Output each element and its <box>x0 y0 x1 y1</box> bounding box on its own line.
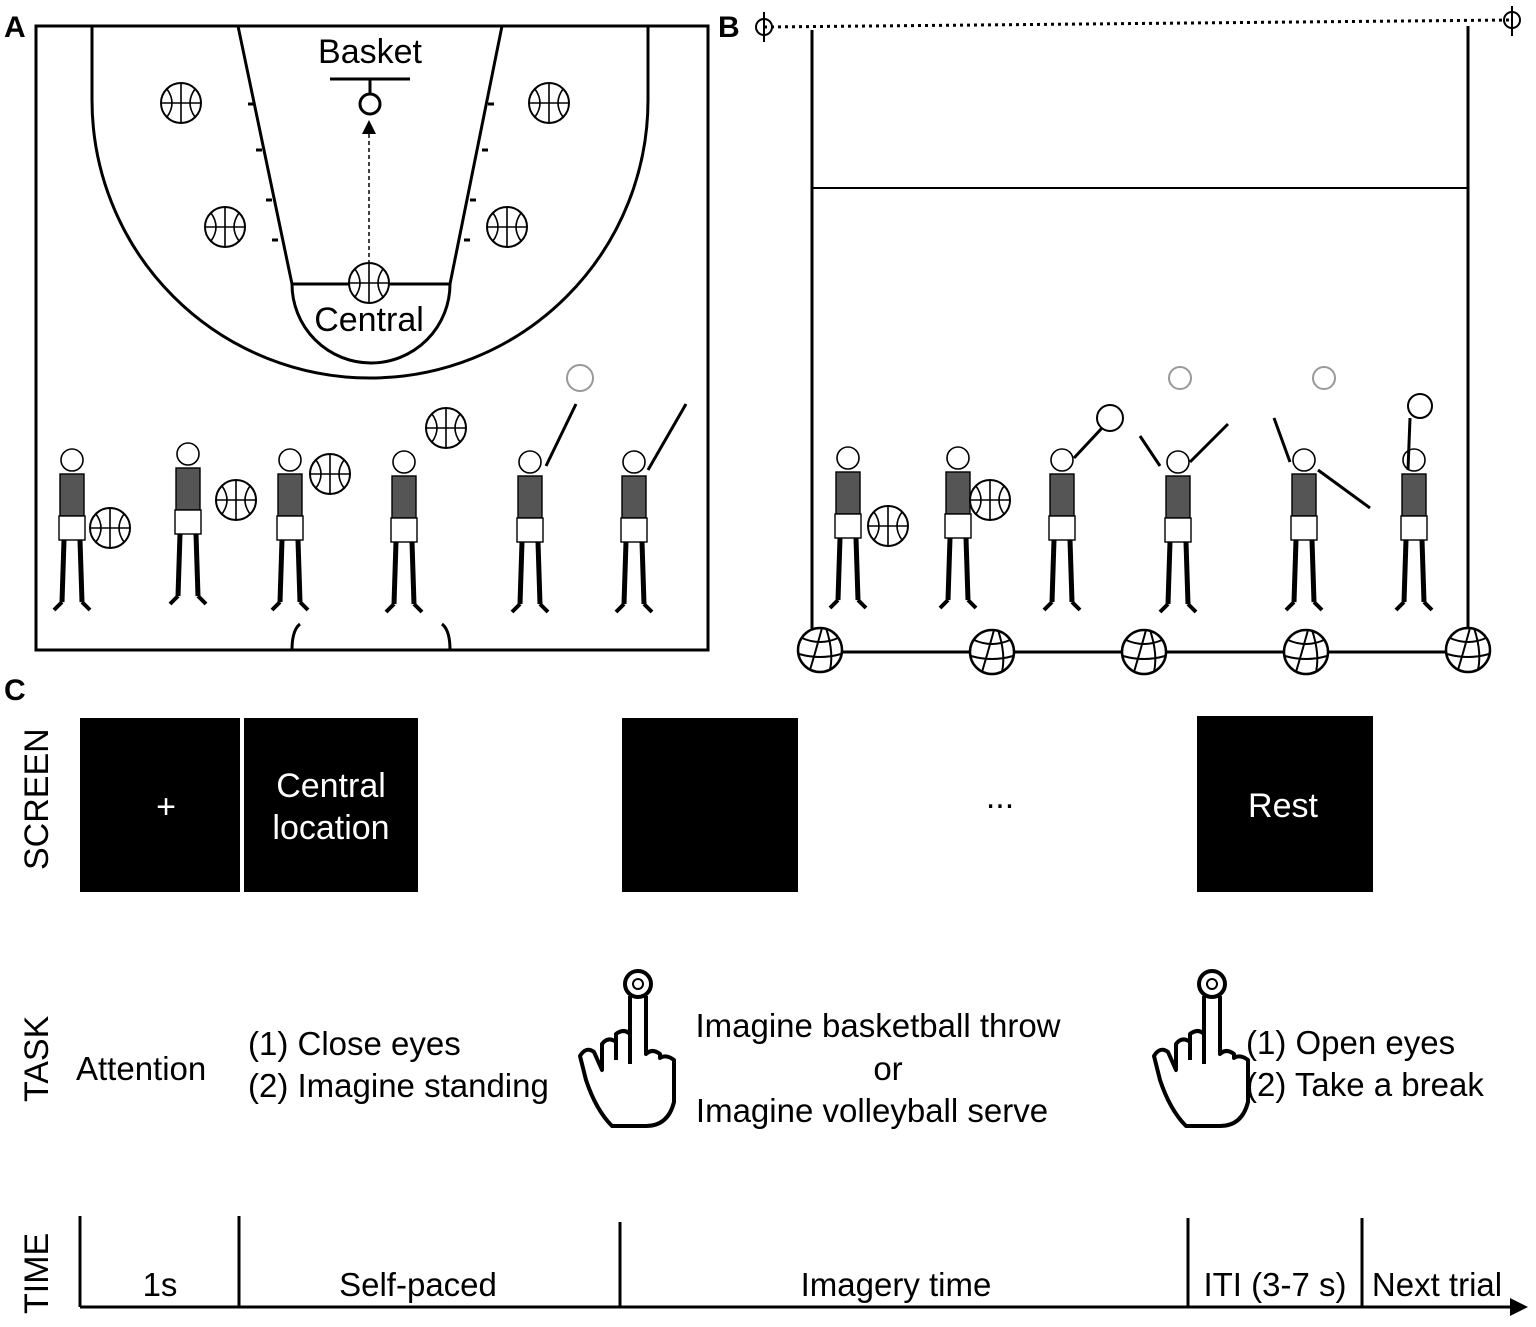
task-imagery-line2: Imagine volleyball serve <box>696 1092 1048 1129</box>
basket <box>330 77 410 116</box>
basketball-icon <box>215 479 257 521</box>
screen-fixation <box>80 718 240 892</box>
basketball-icon <box>867 505 909 547</box>
volleyball-icon <box>1120 628 1168 676</box>
pointing-hand-icon <box>1152 969 1250 1128</box>
volleyball-icon <box>796 626 844 674</box>
basket-label: Basket <box>318 33 422 71</box>
player-figure-icon <box>616 451 652 612</box>
screen-rest <box>1197 716 1373 892</box>
task-imagery-line1: Imagine basketball throw <box>695 1007 1060 1044</box>
task-step1-line1: (1) Close eyes <box>248 1025 461 1062</box>
volleyball-icon <box>1282 628 1330 676</box>
panel-b-letter: B <box>718 11 740 44</box>
screen-ellipsis: ... <box>986 778 1014 816</box>
basketball-icon <box>204 206 246 248</box>
task-step1-line2: (2) Imagine standing <box>248 1067 549 1104</box>
row-label-time: TIME <box>18 1233 56 1314</box>
player-figure-icon <box>830 447 866 608</box>
time-seg-1: 1s <box>143 1266 178 1303</box>
player-figure-icon <box>386 451 422 612</box>
shot-arrow <box>362 120 376 264</box>
player-figure-icon <box>940 447 976 608</box>
player-figure-icon <box>1396 449 1432 610</box>
time-seg-4: ITI (3-7 s) <box>1203 1266 1346 1303</box>
task-end-line1: (1) Open eyes <box>1246 1024 1455 1061</box>
fixation-cross: + <box>156 788 176 826</box>
cue-line-2: location <box>272 809 389 847</box>
player-figure-icon <box>1160 451 1196 612</box>
basketball-icon <box>486 206 528 248</box>
player-figure-icon <box>1044 449 1080 610</box>
basketball-icon <box>528 82 570 124</box>
time-seg-2: Self-paced <box>339 1266 497 1303</box>
volleyball-serve-sequence <box>830 366 1432 612</box>
task-attention: Attention <box>76 1050 206 1087</box>
cue-line-1: Central <box>276 767 386 805</box>
time-seg-5: Next trial <box>1372 1266 1502 1303</box>
basketball-throw-sequence <box>54 364 688 612</box>
row-label-task: TASK <box>18 1015 56 1102</box>
central-label: Central <box>314 301 424 339</box>
basketball-icon <box>425 407 467 449</box>
screen-cue <box>244 718 418 892</box>
timeline <box>78 1216 1528 1316</box>
pointing-hand-icon <box>578 969 676 1128</box>
net-post-icon <box>755 12 773 42</box>
net-post-icon <box>1503 6 1521 36</box>
player-figure-icon <box>54 449 90 610</box>
volleyball-icon <box>968 628 1016 676</box>
basketball-icon <box>348 262 390 304</box>
panel-c-letter: C <box>4 674 26 707</box>
row-label-screen: SCREEN <box>18 728 56 870</box>
volleyball-icon <box>1444 626 1492 674</box>
player-figure-icon <box>512 451 548 612</box>
task-end-line2: (2) Take a break <box>1246 1066 1484 1103</box>
basketball-court <box>34 24 710 652</box>
player-figure-icon <box>272 449 308 610</box>
basketball-icon <box>309 453 351 495</box>
time-seg-3: Imagery time <box>801 1266 992 1303</box>
rest-label: Rest <box>1248 787 1318 825</box>
player-figure-icon <box>170 443 206 604</box>
task-imagery-or: or <box>873 1050 902 1087</box>
panel-a-letter: A <box>4 11 26 44</box>
basketball-icon <box>160 82 202 124</box>
player-figure-icon <box>1286 449 1322 610</box>
basketball-icon <box>89 507 131 549</box>
screen-blank <box>622 718 798 892</box>
basketball-icon <box>969 479 1011 521</box>
